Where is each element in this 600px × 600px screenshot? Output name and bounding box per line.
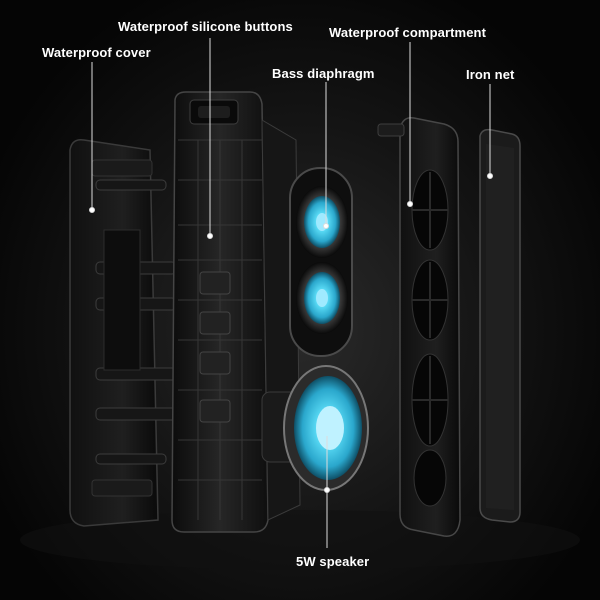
iron-net-label: Iron net	[466, 67, 515, 82]
waterproof-compartment-label: Waterproof compartment	[329, 25, 487, 40]
waterproof-cover-part	[69, 138, 177, 527]
silicone-buttons-label: Waterproof silicone buttons	[118, 19, 293, 34]
silicone-buttons-body	[171, 91, 301, 533]
waterproof-cover-label: Waterproof cover	[42, 45, 151, 60]
speaker-driver	[261, 365, 369, 491]
bass-diaphragm-label: Bass diaphragm	[272, 66, 375, 81]
label-leader-lines	[89, 38, 493, 548]
bass-diaphragm-drivers	[289, 167, 353, 357]
iron-net-part	[479, 128, 521, 523]
speaker-label: 5W speaker	[296, 554, 370, 569]
waterproof-compartment-part	[377, 117, 461, 537]
